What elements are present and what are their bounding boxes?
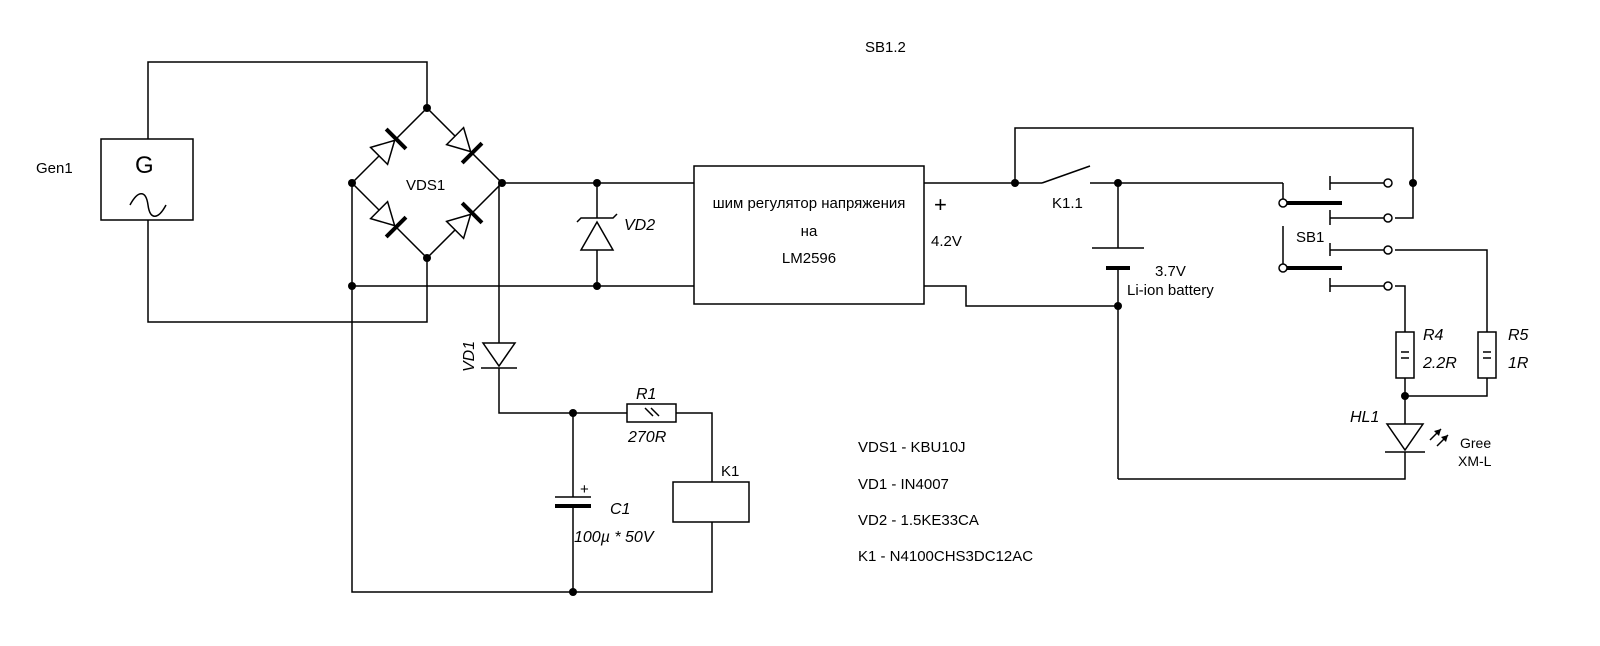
bridge-diode-icon bbox=[445, 126, 484, 165]
r1-ref: R1 bbox=[636, 386, 656, 403]
led-hl1: HL1 Gree XM-L bbox=[1350, 409, 1492, 469]
bom-list: VDS1 - KBU10J VD1 - IN4007 VD2 - 1.5KE33… bbox=[858, 439, 1033, 565]
switch-sb1: SB1 bbox=[1278, 176, 1393, 292]
led-ref: HL1 bbox=[1350, 409, 1379, 426]
tvs-diode-vd2: VD2 bbox=[576, 213, 655, 251]
switch-label: SB1 bbox=[1296, 229, 1324, 246]
generator: G Gen1 bbox=[36, 138, 194, 221]
c1-ref: C1 bbox=[610, 501, 630, 518]
bom-item: VD1 - IN4007 bbox=[858, 476, 949, 493]
r4-ref: R4 bbox=[1423, 327, 1444, 344]
resistor-r5: R5 1R bbox=[1477, 327, 1529, 379]
c1-plus: + bbox=[580, 481, 589, 498]
regulator-plus: + bbox=[934, 192, 947, 217]
bridge-diode-icon bbox=[369, 200, 408, 239]
pwm-regulator: шим регулятор напряжения на LM2596 + 4.2… bbox=[693, 165, 962, 305]
schematic-title: SB1.2 bbox=[865, 39, 906, 56]
regulator-line3: LM2596 bbox=[782, 250, 836, 267]
vd1-label: VD1 bbox=[461, 341, 478, 372]
bridge-diode-icon bbox=[445, 201, 484, 240]
bom-item: K1 - N4100CHS3DC12AC bbox=[858, 548, 1033, 565]
vd2-label: VD2 bbox=[624, 217, 655, 234]
battery-type: Li-ion battery bbox=[1127, 282, 1214, 299]
r5-value: 1R bbox=[1508, 355, 1529, 372]
bridge-label: VDS1 bbox=[406, 177, 445, 194]
diode-vd1: VD1 bbox=[461, 341, 517, 372]
battery: 3.7V Li-ion battery bbox=[1092, 247, 1214, 299]
bridge-rectifier: VDS1 bbox=[369, 126, 484, 240]
wires bbox=[147, 61, 1488, 593]
light-emission-icon bbox=[1429, 428, 1449, 447]
led-model: XM-L bbox=[1458, 453, 1492, 469]
sine-wave-icon bbox=[129, 193, 167, 217]
regulator-voltage: 4.2V bbox=[931, 233, 962, 250]
bom-item: VD2 - 1.5KE33CA bbox=[858, 512, 979, 529]
bom-item: VDS1 - KBU10J bbox=[858, 439, 966, 456]
battery-voltage: 3.7V bbox=[1155, 263, 1186, 280]
resistor-r1: R1 270R bbox=[626, 386, 677, 446]
relay-coil-label: K1 bbox=[721, 463, 739, 480]
relay-contact-label: K1.1 bbox=[1052, 195, 1083, 212]
relay-coil-k1: K1 bbox=[672, 463, 750, 523]
regulator-line2: на bbox=[801, 223, 818, 240]
resistor-r4: R4 2.2R bbox=[1395, 327, 1457, 379]
generator-symbol: G bbox=[135, 152, 154, 179]
capacitor-c1: + C1 100µ * 50V bbox=[555, 481, 655, 546]
bridge-diode-icon bbox=[369, 127, 408, 166]
r5-ref: R5 bbox=[1508, 327, 1529, 344]
r1-value: 270R bbox=[627, 429, 667, 446]
generator-label: Gen1 bbox=[36, 160, 73, 177]
r4-value: 2.2R bbox=[1422, 355, 1457, 372]
c1-value: 100µ * 50V bbox=[574, 529, 655, 546]
led-color: Gree bbox=[1460, 435, 1491, 451]
regulator-line1: шим регулятор напряжения bbox=[713, 195, 906, 212]
junction-dots bbox=[348, 104, 1417, 596]
